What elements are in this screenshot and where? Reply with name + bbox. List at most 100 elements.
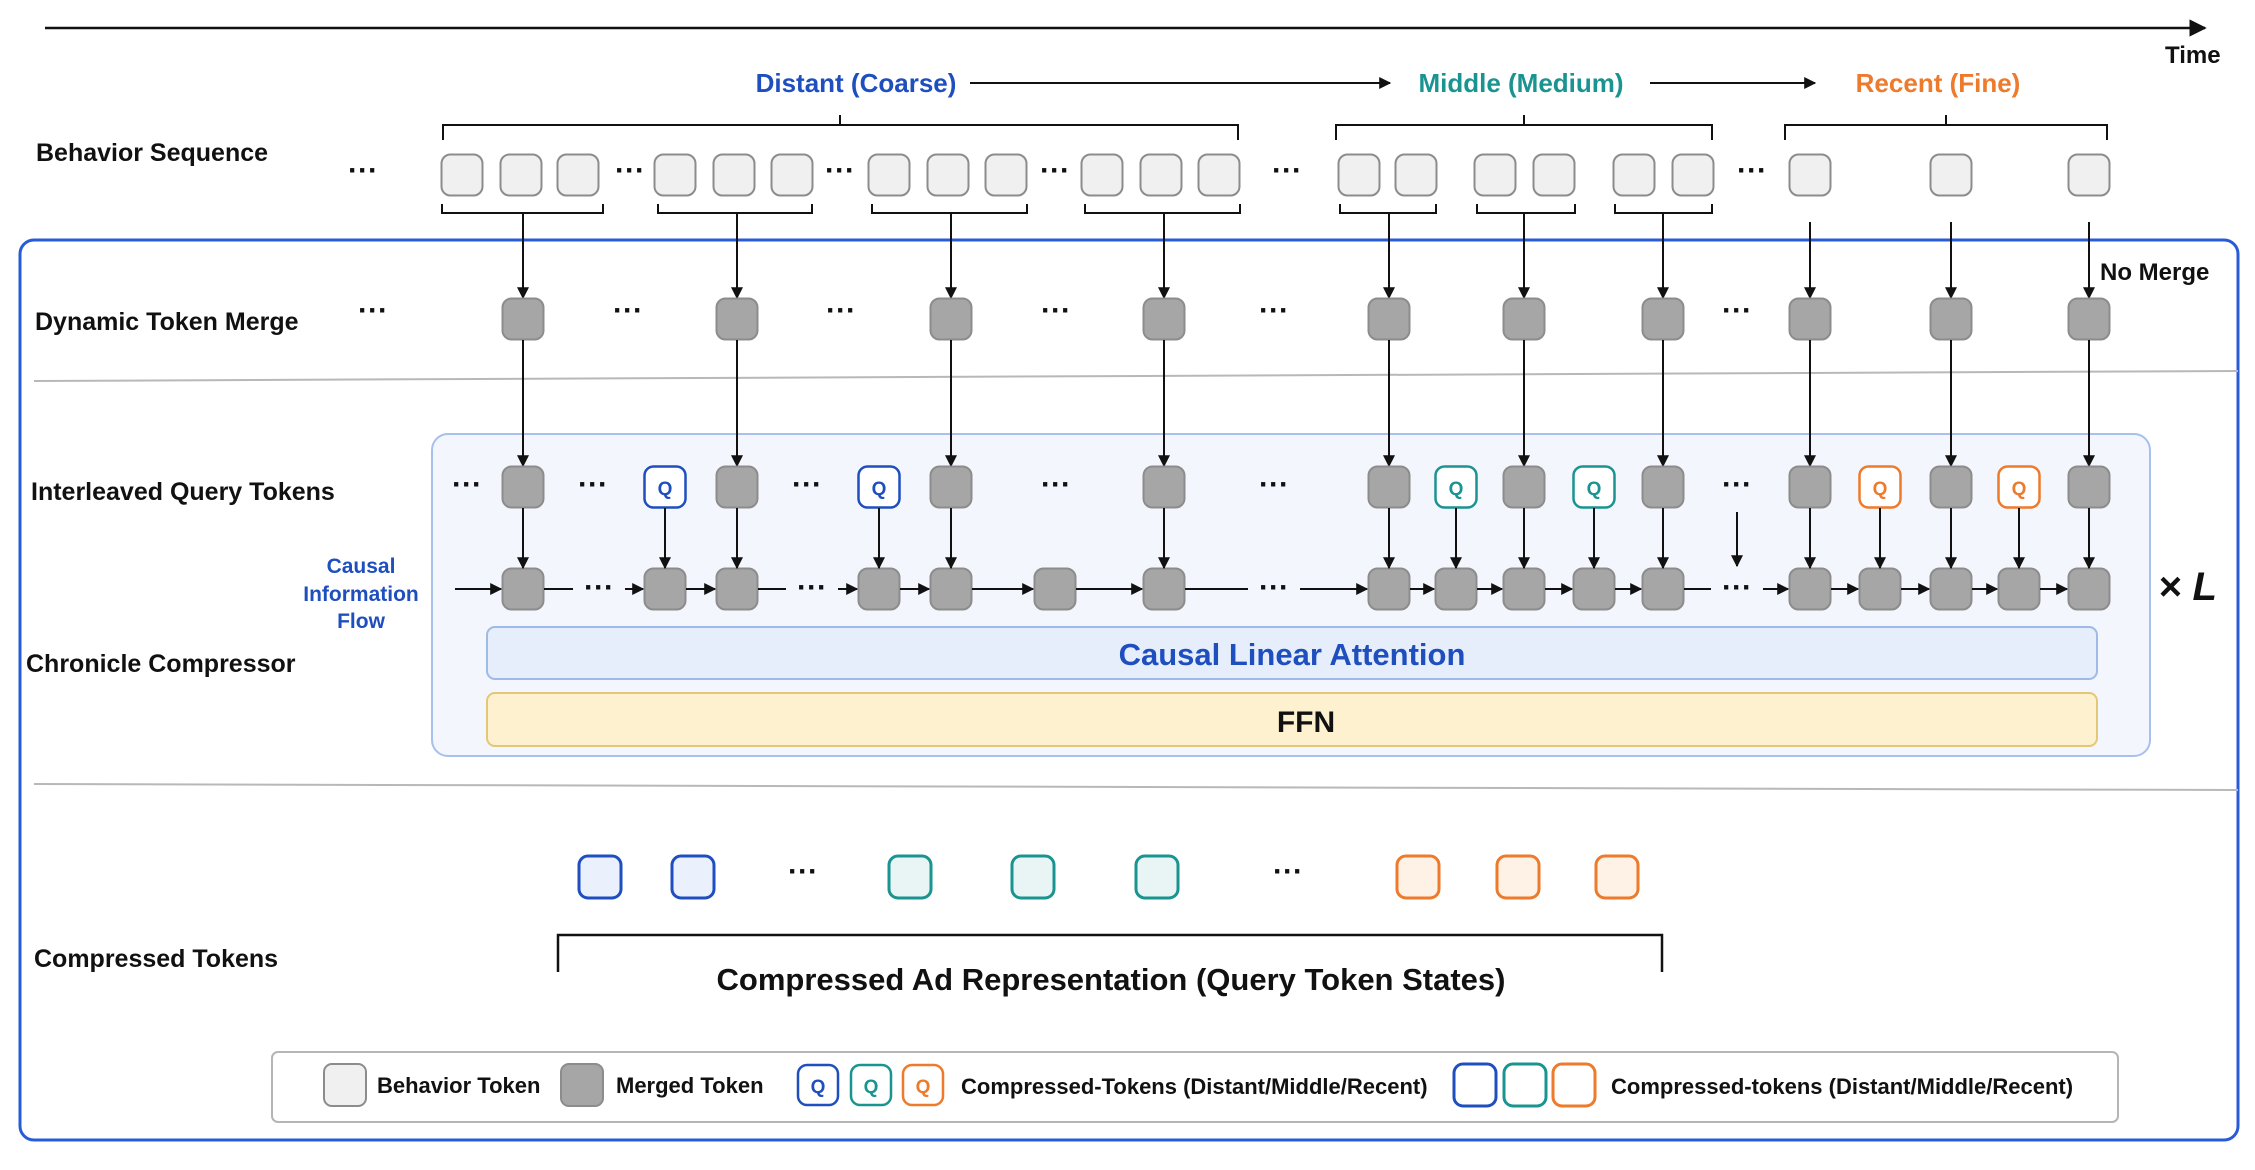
merged-token [501, 297, 545, 341]
merged-token [929, 297, 973, 341]
time-axis-label: Time [2165, 42, 2221, 69]
causal-flow-label-1: Causal [327, 555, 396, 578]
merged-token [1788, 465, 1832, 509]
compressor-token [1367, 567, 1411, 611]
compressor-token [715, 567, 759, 611]
merge-group-bracket [441, 204, 604, 214]
compressed-token-middle [1010, 854, 1056, 900]
legend-compressed-swatch-middle [1502, 1062, 1548, 1108]
behavior-token [1080, 153, 1124, 197]
behavior-token [499, 153, 543, 197]
ellipsis: ··· [788, 855, 818, 888]
merged-token [1641, 465, 1685, 509]
query-token-letter: Q [1873, 479, 1888, 500]
compressor-token [1502, 567, 1546, 611]
compressor-token [929, 567, 973, 611]
legend-merged-token-label: Merged Token [616, 1073, 764, 1098]
merged-token [1367, 297, 1411, 341]
legend-merged-token-swatch [560, 1063, 604, 1107]
behavior-token [1929, 153, 1973, 197]
query-token-letter: Q [1449, 479, 1464, 500]
causal-flow-label-3: Flow [337, 610, 385, 633]
ellipsis: ··· [1041, 294, 1071, 327]
stage-middle-label: Middle (Medium) [1418, 68, 1623, 98]
merged-token [715, 465, 759, 509]
ellipsis-bg [573, 580, 625, 600]
ellipsis: ··· [792, 468, 822, 501]
repeat-times-l: × L [2158, 565, 2217, 609]
query-token-letter: Q [1587, 479, 1602, 500]
compressed-representation-label: Compressed Ad Representation (Query Toke… [717, 962, 1506, 997]
ellipsis: ··· [1722, 468, 1752, 501]
query-token-distant [857, 465, 901, 509]
stage-distant-label: Distant (Coarse) [756, 68, 957, 98]
merge-group-bracket [1614, 204, 1713, 214]
row-label-behavior-sequence: Behavior Sequence [36, 139, 268, 167]
behavior-token [926, 153, 970, 197]
ellipsis: ··· [578, 468, 608, 501]
behavior-token [653, 153, 697, 197]
behavior-token [1788, 153, 1832, 197]
merge-group-bracket [1476, 204, 1576, 214]
merged-token [1502, 297, 1546, 341]
merge-group-bracket [1339, 204, 1437, 214]
ellipsis: ··· [1722, 294, 1752, 327]
compressed-token-recent [1495, 854, 1541, 900]
merged-token [1367, 465, 1411, 509]
ellipsis: ··· [826, 294, 856, 327]
causal-linear-attention-label: Causal Linear Attention [1119, 637, 1466, 672]
behavior-token [712, 153, 756, 197]
behavior-token [1532, 153, 1576, 197]
behavior-token [1612, 153, 1656, 197]
merged-token [929, 465, 973, 509]
ellipsis: ··· [1041, 468, 1071, 501]
query-token-distant [643, 465, 687, 509]
ffn-label: FFN [1277, 706, 1335, 739]
compressor-token [643, 567, 687, 611]
behavior-token [440, 153, 484, 197]
legend-query-letter: Q [811, 1077, 826, 1098]
behavior-token [1139, 153, 1183, 197]
legend-behavior-token-label: Behavior Token [377, 1073, 540, 1098]
legend-query-letter: Q [916, 1077, 931, 1098]
compressed-token-recent [1594, 854, 1640, 900]
compressor-token [1641, 567, 1685, 611]
merge-group-bracket [871, 204, 1028, 214]
compressed-token-recent [1395, 854, 1441, 900]
compressor-token [1572, 567, 1616, 611]
compressor-token [1997, 567, 2041, 611]
query-token-middle [1572, 465, 1616, 509]
row-label-interleaved-query-tokens: Interleaved Query Tokens [31, 478, 335, 506]
ellipsis: ··· [452, 468, 482, 501]
ellipsis: ··· [584, 571, 614, 604]
behavior-token [556, 153, 600, 197]
compressor-token [2067, 567, 2111, 611]
compressed-representation-bracket [556, 933, 1664, 972]
ellipsis: ··· [1259, 294, 1289, 327]
merged-token [2067, 465, 2111, 509]
compressor-token [1788, 567, 1832, 611]
legend-compressed-swatch-recent [1551, 1062, 1597, 1108]
merged-token [1502, 465, 1546, 509]
query-token-middle [1434, 465, 1478, 509]
legend-box [271, 1051, 2119, 1123]
row-label-chronicle-compressor: Chronicle Compressor [26, 650, 296, 678]
compressor-token [1142, 567, 1186, 611]
ellipsis: ··· [1259, 571, 1289, 604]
no-merge-label: No Merge [2100, 259, 2209, 286]
compressor-token [1858, 567, 1902, 611]
ellipsis: ··· [1737, 154, 1767, 187]
compressor-token [501, 567, 545, 611]
ellipsis: ··· [358, 294, 388, 327]
compressed-token-middle [1134, 854, 1180, 900]
bracket-distant [442, 115, 1239, 140]
compressor-token [857, 567, 901, 611]
divider-2 [33, 783, 2239, 791]
ellipsis-bg [1711, 580, 1763, 600]
behavior-token [2067, 153, 2111, 197]
legend-compressed-plain-label: Compressed-tokens (Distant/Middle/Recent… [1611, 1074, 2073, 1099]
merged-token [1142, 465, 1186, 509]
query-token-letter: Q [872, 479, 887, 500]
ellipsis: ··· [348, 154, 378, 187]
